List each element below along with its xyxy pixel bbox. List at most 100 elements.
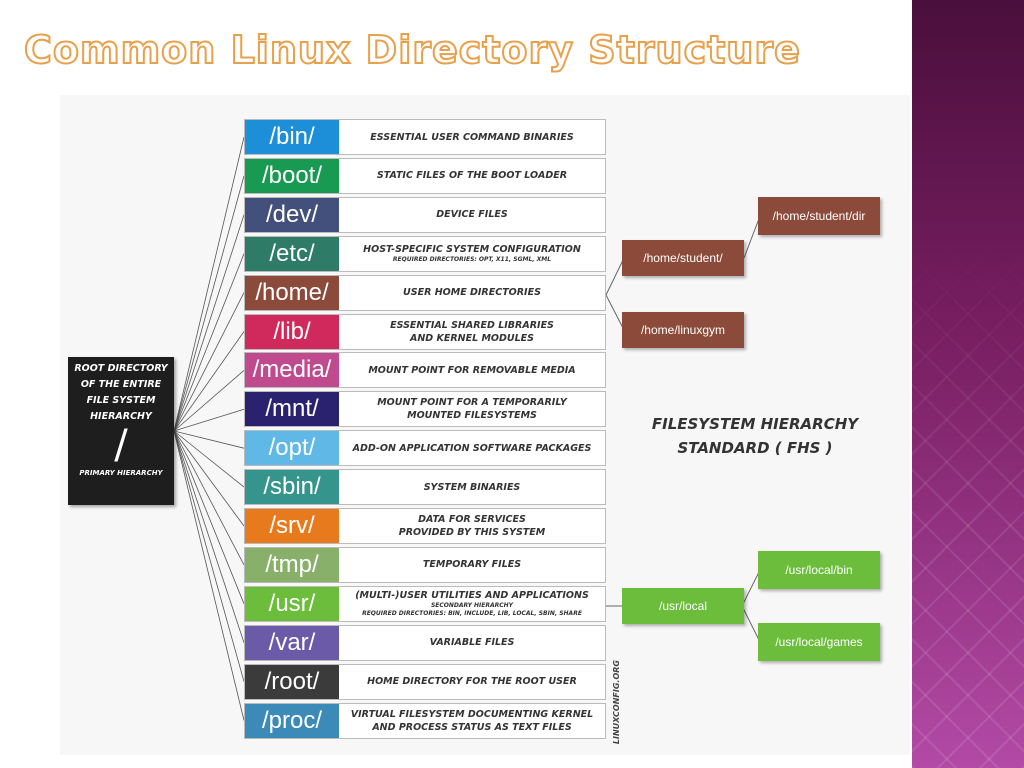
directory-name: /sbin/ [245, 470, 339, 505]
fhs-caption-line: FILESYSTEM HIERARCHY [651, 415, 859, 433]
root-to-directory-line [173, 331, 245, 432]
directory-description-line: ESSENTIAL USER COMMAND BINARIES [370, 131, 574, 143]
directory-name: /lib/ [245, 314, 339, 349]
directory-description-line: USER HOME DIRECTORIES [403, 287, 541, 299]
directory-description: ADD-ON APPLICATION SOFTWARE PACKAGES [339, 431, 605, 465]
directory-description-line: AND KERNEL MODULES [410, 332, 534, 344]
directory-row: /home/USER HOME DIRECTORIES [244, 274, 606, 311]
directory-description: TEMPORARY FILES [339, 548, 605, 582]
directory-row: /boot/STATIC FILES OF THE BOOT LOADER [244, 157, 606, 194]
directory-name: /root/ [245, 664, 339, 699]
root-to-directory-line [173, 370, 245, 432]
root-caption-line: OF THE ENTIRE [80, 379, 162, 390]
directory-description: SYSTEM BINARIES [339, 470, 605, 504]
directory-description-line: AND PROCESS STATUS AS TEXT FILES [372, 721, 572, 733]
directory-description-line: (MULTI-)USER UTILITIES AND APPLICATIONS [355, 590, 589, 602]
directory-description-line: SYSTEM BINARIES [423, 481, 521, 493]
root-subcaption: PRIMARY HIERARCHY [79, 469, 163, 477]
directory-description: DEVICE FILES [339, 198, 605, 232]
root-caption: ROOT DIRECTORY OF THE ENTIRE FILE SYSTEM… [68, 357, 174, 425]
usr-local-games-box: /usr/local/games [758, 623, 880, 661]
directory-row: /var/VARIABLE FILES [244, 624, 606, 661]
local-to-bin-line [741, 569, 761, 607]
root-symbol: / [114, 422, 128, 468]
directory-name: /mnt/ [245, 392, 339, 427]
directory-name: /home/ [245, 275, 339, 310]
directory-name: /bin/ [245, 120, 339, 154]
directory-row: /proc/VIRTUAL FILESYSTEM DOCUMENTING KER… [244, 702, 606, 739]
root-to-directory-line [173, 136, 245, 432]
directory-description: ESSENTIAL USER COMMAND BINARIES [339, 120, 605, 154]
directory-description-line: DEVICE FILES [436, 209, 508, 221]
root-to-directory-line [173, 430, 245, 566]
home-student-box: /home/student/ [622, 240, 744, 276]
root-to-directory-line [173, 214, 245, 432]
directory-row: /root/HOME DIRECTORY FOR THE ROOT USER [244, 663, 606, 700]
usr-local-box: /usr/local [622, 588, 744, 624]
directory-name: /media/ [245, 353, 339, 388]
directory-description-line: HOME DIRECTORY FOR THE ROOT USER [367, 676, 577, 688]
directory-row: /dev/DEVICE FILES [244, 196, 606, 233]
directory-name: /tmp/ [245, 547, 339, 582]
directory-name: /usr/ [245, 586, 339, 621]
directory-description-line: TEMPORARY FILES [422, 559, 522, 571]
fhs-caption-line: STANDARD ( FHS ) [677, 439, 833, 457]
directory-description-line: ADD-ON APPLICATION SOFTWARE PACKAGES [352, 442, 592, 454]
home-linuxgym-box: /home/linuxgym [622, 312, 744, 348]
root-to-directory-line [173, 430, 245, 449]
student-to-dir-line [743, 215, 761, 259]
directory-name: /var/ [245, 625, 339, 660]
directory-description-line: MOUNT POINT FOR REMOVABLE MEDIA [368, 364, 576, 376]
root-to-directory-line [173, 430, 245, 604]
directory-subnote: REQUIRED DIRECTORIES: BIN, INCLUDE, LIB,… [362, 610, 582, 618]
directory-description: MOUNT POINT FOR REMOVABLE MEDIA [339, 353, 605, 387]
directory-name: /boot/ [245, 158, 339, 193]
directory-description-line: MOUNT POINT FOR A TEMPORARILY [377, 397, 567, 409]
directory-name: /srv/ [245, 509, 339, 543]
directory-description-line: MOUNTED FILESYSTEMS [407, 410, 537, 422]
directory-name: /dev/ [245, 197, 339, 232]
home-to-linuxgym-line [605, 294, 625, 331]
home-to-student-line [605, 257, 625, 296]
directory-description: STATIC FILES OF THE BOOT LOADER [339, 159, 605, 193]
root-to-directory-line [173, 430, 245, 643]
root-to-directory-line [173, 253, 245, 432]
root-to-directory-line [173, 408, 245, 432]
directory-description-line: PROVIDED BY THIS SYSTEM [398, 527, 546, 538]
directory-row: /usr/(MULTI-)USER UTILITIES AND APPLICAT… [244, 585, 606, 622]
directory-row: /opt/ADD-ON APPLICATION SOFTWARE PACKAGE… [244, 430, 606, 467]
directory-description-line: HOST-SPECIFIC SYSTEM CONFIGURATION [363, 244, 581, 256]
root-caption-line: FILE SYSTEM [86, 395, 156, 406]
root-caption-line: HIERARCHY [90, 411, 152, 422]
credit-text: LINUXCONFIG.ORG [612, 660, 621, 745]
directory-row: /bin/ESSENTIAL USER COMMAND BINARIES [244, 119, 606, 155]
slide-title: Common Linux Directory Structure [23, 27, 801, 73]
root-directory-box: ROOT DIRECTORY OF THE ENTIRE FILE SYSTEM… [68, 357, 174, 505]
usr-local-bin-box: /usr/local/bin [758, 551, 880, 589]
decorative-side-band [912, 0, 1024, 768]
root-to-directory-line [173, 430, 245, 721]
root-to-directory-line [173, 430, 245, 682]
local-to-games-line [741, 605, 761, 643]
directory-description: USER HOME DIRECTORIES [339, 276, 605, 310]
directory-subnote: SECONDARY HIERARCHY [430, 602, 514, 610]
directory-description-line: VARIABLE FILES [429, 637, 515, 649]
directory-description-line: VIRTUAL FILESYSTEM DOCUMENTING KERNEL [350, 708, 594, 720]
root-to-directory-line [173, 430, 245, 488]
directory-name: /etc/ [245, 236, 339, 271]
directory-description: HOME DIRECTORY FOR THE ROOT USER [339, 665, 605, 699]
root-to-directory-line [173, 430, 245, 527]
root-to-directory-line [173, 292, 245, 432]
directory-name: /opt/ [245, 431, 339, 466]
